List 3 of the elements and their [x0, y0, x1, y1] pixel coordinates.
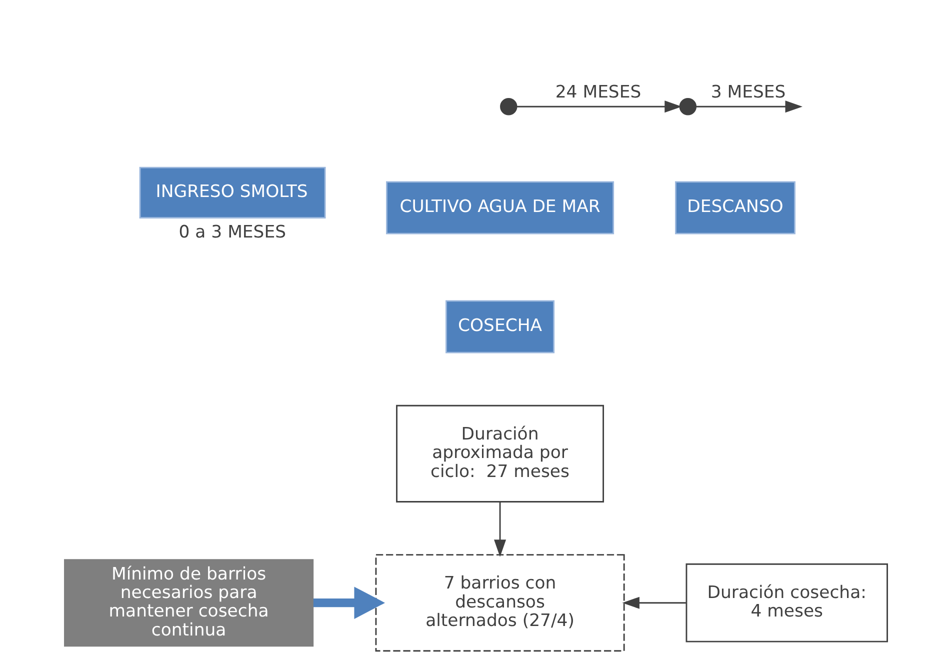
edge-label: 24 MESES: [554, 82, 641, 102]
edge-label: 3 MESES: [710, 82, 786, 102]
node-label: 0 a 3 MESES: [178, 222, 286, 242]
